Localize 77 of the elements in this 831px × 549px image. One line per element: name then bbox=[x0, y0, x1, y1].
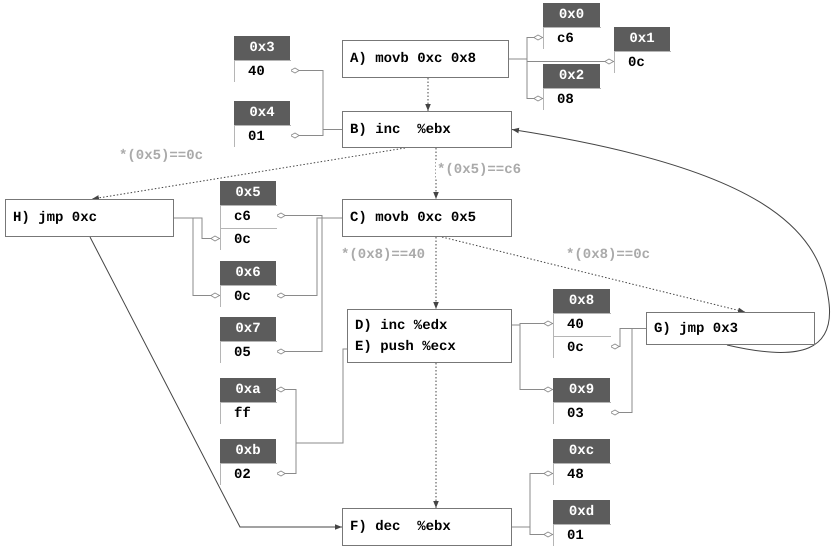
memory-cell bbox=[220, 317, 276, 363]
value-field: 01 bbox=[235, 125, 291, 148]
address-header: 0x6 bbox=[220, 261, 276, 285]
address-header: 0x4 bbox=[234, 101, 290, 125]
address-header: 0x5 bbox=[220, 181, 276, 205]
address-header: 0x0 bbox=[543, 3, 600, 27]
address-header: 0xc bbox=[553, 439, 610, 463]
address-header: 0xb bbox=[220, 439, 276, 463]
edge-label: *(0x5)==c6 bbox=[436, 162, 522, 178]
memory-cell bbox=[220, 439, 276, 485]
value-field: 0c bbox=[221, 285, 277, 308]
memory-cell bbox=[614, 27, 670, 73]
value-field: 01 bbox=[554, 524, 611, 547]
instruction-text: B) inc %ebx bbox=[350, 120, 452, 138]
value-field: 05 bbox=[221, 341, 277, 364]
address-header: 0x7 bbox=[220, 317, 276, 341]
memory-cell bbox=[220, 261, 276, 307]
instruction-box bbox=[342, 508, 512, 546]
arrow bbox=[425, 78, 431, 112]
instruction-text: A) movb 0xc 0x8 bbox=[350, 50, 478, 68]
instruction-text: D) inc %edx bbox=[355, 316, 448, 334]
memory-cell bbox=[553, 378, 610, 424]
instruction-box bbox=[646, 312, 815, 345]
value-field: c6 bbox=[544, 27, 601, 50]
value-field: 40 bbox=[554, 313, 611, 336]
memory-cell bbox=[220, 378, 276, 424]
memory-cell bbox=[553, 500, 610, 546]
instruction-text: H) jmp 0xc bbox=[13, 209, 98, 227]
address-header: 0x2 bbox=[543, 64, 600, 88]
arrow bbox=[442, 236, 746, 314]
instruction-box bbox=[347, 309, 512, 363]
value-field: 02 bbox=[221, 463, 277, 486]
instruction-box bbox=[342, 199, 512, 237]
edge-label: *(0x8)==0c bbox=[565, 247, 652, 263]
connector-line bbox=[276, 218, 342, 354]
instruction-text: G) jmp 0x3 bbox=[654, 320, 740, 338]
connector-line bbox=[290, 129, 342, 138]
edge-label: *(0x8)==40 bbox=[340, 247, 426, 263]
instruction-box bbox=[342, 40, 509, 78]
value-field: c6 bbox=[221, 205, 277, 228]
value-field: ff bbox=[221, 402, 277, 425]
memory-cell bbox=[543, 3, 600, 49]
arrow bbox=[433, 148, 439, 200]
address-header: 0xa bbox=[220, 378, 276, 402]
instruction-text: E) push %ecx bbox=[355, 338, 457, 356]
memory-cell bbox=[234, 101, 290, 147]
arrow bbox=[90, 236, 342, 530]
address-header: 0x3 bbox=[234, 36, 290, 60]
instruction-box bbox=[5, 199, 174, 237]
address-header: 0x1 bbox=[614, 27, 670, 51]
arrow bbox=[433, 236, 439, 310]
value-field: 08 bbox=[544, 88, 601, 111]
memory-cell bbox=[543, 64, 600, 110]
value-field: 0c bbox=[554, 336, 611, 359]
connector-line bbox=[512, 324, 554, 392]
connector-line bbox=[276, 348, 348, 476]
arrow bbox=[512, 128, 830, 353]
arrow bbox=[92, 148, 406, 201]
instruction-text: F) dec %ebx bbox=[350, 518, 452, 536]
connector-line bbox=[508, 58, 544, 102]
value-field: 0c bbox=[221, 228, 277, 251]
arrow bbox=[433, 362, 439, 508]
value-field: 03 bbox=[554, 402, 611, 425]
value-field: 0c bbox=[615, 51, 671, 74]
instruction-text: C) movb 0xc 0x5 bbox=[350, 209, 478, 227]
address-header: 0x9 bbox=[553, 378, 610, 402]
memory-cell bbox=[234, 36, 290, 82]
address-header: 0x8 bbox=[553, 289, 610, 313]
address-header: 0xd bbox=[553, 500, 610, 524]
value-field: 48 bbox=[554, 463, 611, 486]
instruction-box bbox=[342, 111, 512, 148]
edge-label: *(0x5)==0c bbox=[118, 148, 204, 164]
connector-line bbox=[512, 526, 554, 538]
value-field: 40 bbox=[235, 60, 291, 83]
connector-line bbox=[610, 328, 646, 416]
memory-cell bbox=[553, 439, 610, 485]
connector-line bbox=[174, 218, 220, 298]
